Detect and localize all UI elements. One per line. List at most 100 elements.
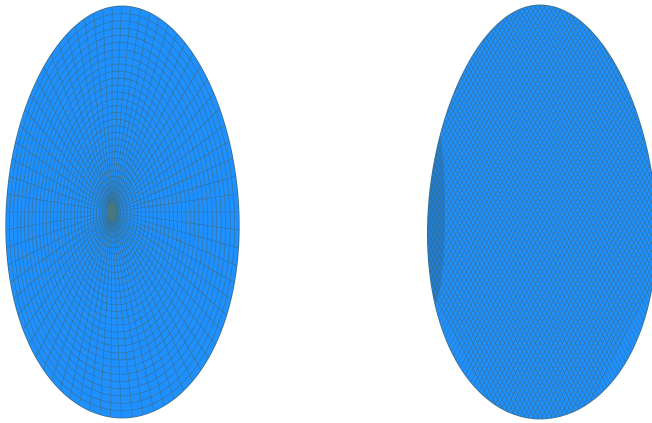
mesh-line-diagonal-b <box>427 5 596 419</box>
mesh-line-diagonal-a <box>555 5 652 419</box>
mesh-line-diagonal-b <box>484 5 652 419</box>
mesh-line-diagonal-b <box>546 5 652 419</box>
mesh-line-diagonal-a <box>427 5 547 419</box>
mesh-line-diagonal-a <box>484 5 652 419</box>
mesh-line-diagonal-a <box>515 5 652 419</box>
mesh-line-diagonal-b <box>427 5 614 419</box>
mesh-line-diagonal-a <box>427 5 600 419</box>
right-disc-rim <box>426 4 652 420</box>
mesh-line-diagonal-a <box>538 5 652 419</box>
mesh-line-diagonal-b <box>560 5 652 419</box>
mesh-line-diagonal-b <box>427 5 636 419</box>
mesh-line-diagonal-a <box>427 5 534 419</box>
mesh-ring <box>46 84 191 340</box>
mesh-line-diagonal-a <box>546 5 652 419</box>
mesh-line-diagonal-a <box>462 5 652 419</box>
mesh-line-diagonal-b <box>564 5 652 419</box>
mesh-line-diagonal-a <box>427 5 605 419</box>
mesh-line-diagonal-a <box>511 5 652 419</box>
mesh-ring <box>16 27 226 397</box>
mesh-ring <box>53 98 183 326</box>
mesh-line-diagonal-a <box>457 5 652 419</box>
mesh-line-diagonal-a <box>427 5 560 419</box>
mesh-ring <box>39 70 200 354</box>
mesh-line-diagonal-b <box>427 5 551 419</box>
left-disc-rim <box>5 5 240 419</box>
mesh-line-diagonal-b <box>466 5 652 419</box>
mesh-line-diagonal-b <box>427 5 605 419</box>
mesh-line-diagonal-b <box>427 5 547 419</box>
mesh-ring <box>83 157 146 267</box>
mesh-line-diagonal-b <box>497 5 652 419</box>
mesh-ring <box>70 132 162 292</box>
mesh-line-diagonal-a <box>427 5 529 419</box>
mesh-line-diagonal-a <box>427 5 511 419</box>
left-disc-mesh <box>5 6 240 418</box>
mesh-line-diagonal-a <box>542 5 652 419</box>
mesh-ring <box>80 151 150 273</box>
mesh-line-diagonal-a <box>448 5 652 419</box>
mesh-line-diagonal-b <box>427 5 618 419</box>
mesh-ring <box>42 77 196 347</box>
mesh-line-diagonal-b <box>533 5 652 419</box>
mesh-pole <box>107 203 117 221</box>
mesh-line-diagonal-b <box>493 5 652 419</box>
mesh-ring <box>35 63 204 361</box>
mesh-line-diagonal-a <box>427 5 542 419</box>
mesh-line-diagonal-b <box>427 5 591 419</box>
mesh-line-diagonal-b <box>515 5 652 419</box>
mesh-line-diagonal-b <box>475 5 652 419</box>
mesh-line-diagonal-a <box>427 5 520 419</box>
mesh-line-diagonal-a <box>427 5 578 419</box>
mesh-line-diagonal-b <box>551 5 652 419</box>
mesh-ring <box>20 35 222 389</box>
mesh-ring <box>60 112 174 312</box>
mesh-line-diagonal-b <box>511 5 652 419</box>
mesh-ring <box>90 169 139 255</box>
mesh-ring <box>101 192 124 232</box>
mesh-ring <box>104 198 121 226</box>
mesh-line-diagonal-b <box>520 5 652 419</box>
mesh-line-diagonal-b <box>502 5 652 419</box>
mesh-ring <box>73 138 158 286</box>
mesh-line-diagonal-a <box>427 5 623 419</box>
mesh-ring <box>24 42 217 382</box>
mesh-line-diagonal-a <box>453 5 652 419</box>
mesh-line-diagonal-a <box>427 5 632 419</box>
mesh-line-diagonal-b <box>555 5 652 419</box>
mesh-line-diagonal-b <box>524 5 652 419</box>
mesh-line-diagonal-b <box>427 5 640 419</box>
mesh-line-diagonal-a <box>440 5 652 419</box>
mesh-ring <box>63 118 170 306</box>
mesh-line-diagonal-b <box>427 5 609 419</box>
mesh-line-diagonal-a <box>427 5 516 419</box>
mesh-line-diagonal-a <box>427 5 627 419</box>
mesh-line-diagonal-b <box>427 5 600 419</box>
mesh-ring <box>77 145 154 279</box>
mesh-line-diagonal-b <box>529 5 652 419</box>
mesh-ring <box>86 163 142 261</box>
mesh-line-diagonal-a <box>529 5 652 419</box>
mesh-line-diagonal-a <box>427 5 525 419</box>
mesh-line-diagonal-a <box>427 5 618 419</box>
mesh-ring <box>27 49 213 375</box>
mesh-line-diagonal-a <box>551 5 652 419</box>
mesh-line-diagonal-a <box>427 5 596 419</box>
mesh-line-diagonal-b <box>453 5 652 419</box>
mesh-line-diagonal-a <box>471 5 652 419</box>
mesh-line-diagonal-b <box>462 5 652 419</box>
mesh-line-diagonal-b <box>471 5 652 419</box>
mesh-line-diagonal-b <box>427 5 578 419</box>
mesh-line-diagonal-a <box>427 5 583 419</box>
mesh-line-diagonal-b <box>427 5 632 419</box>
mesh-line-diagonal-b <box>542 5 652 419</box>
mesh-line-diagonal-b <box>427 5 542 419</box>
mesh-line-diagonal-a <box>427 5 538 419</box>
mesh-line-diagonal-b <box>427 5 529 419</box>
mesh-line-diagonal-b <box>506 5 652 419</box>
mesh-line-diagonal-a <box>427 5 569 419</box>
mesh-line-diagonal-a <box>493 5 652 419</box>
mesh-line-diagonal-a <box>466 5 652 419</box>
mesh-line-diagonal-a <box>560 5 652 419</box>
